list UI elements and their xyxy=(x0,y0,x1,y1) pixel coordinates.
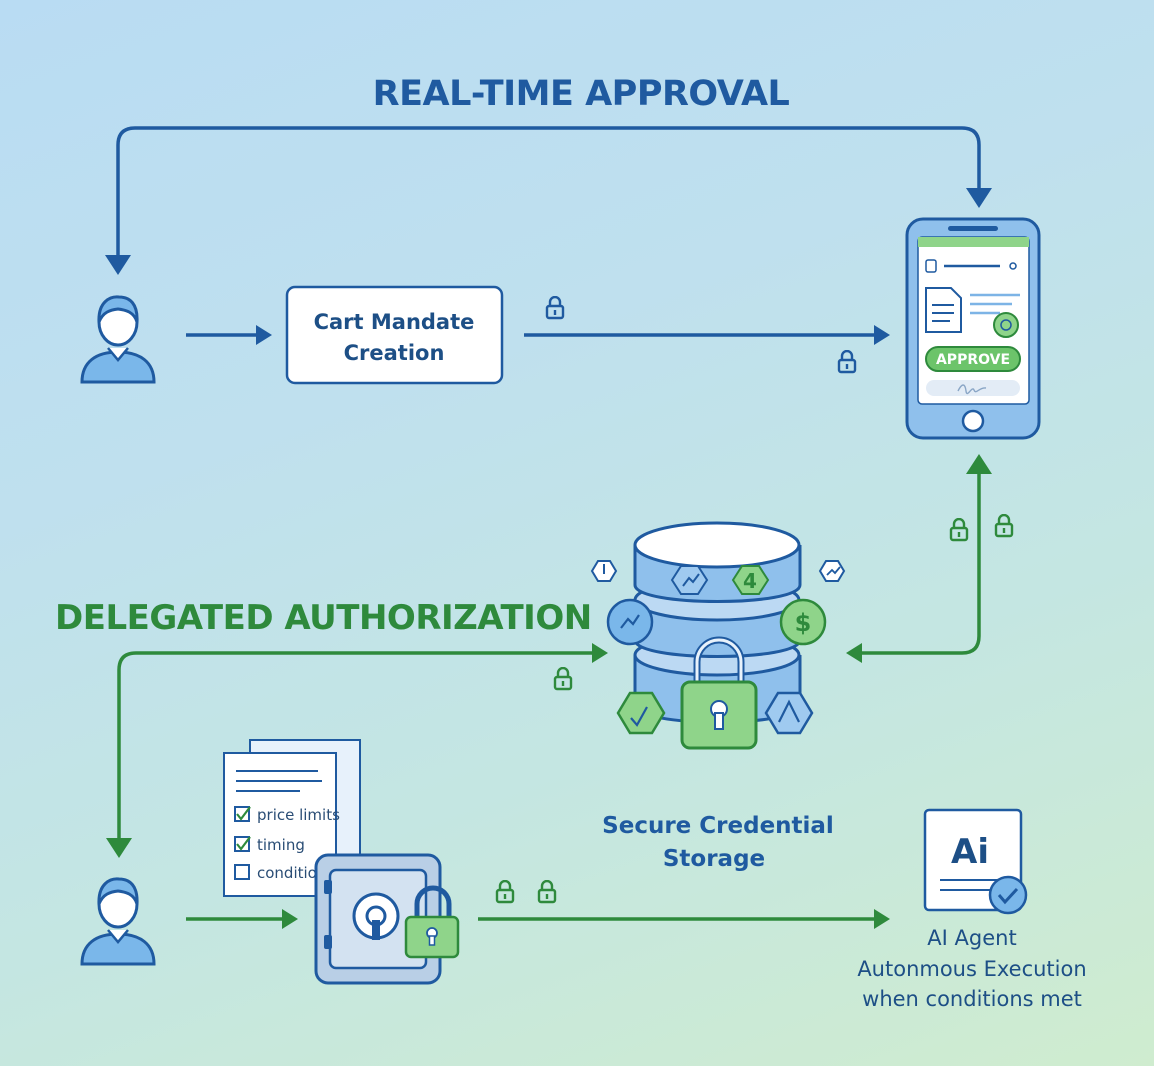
lock-icon xyxy=(537,880,557,904)
cart-mandate-label-1: Cart Mandate xyxy=(314,310,475,334)
credential-storage-database-icon: 4 $ xyxy=(590,521,846,750)
checklist-item-conditions: conditio xyxy=(257,864,317,882)
signature-field xyxy=(926,380,1020,396)
agent-label-1: AI Agent xyxy=(927,926,1016,950)
checkbox-unchecked-icon xyxy=(234,864,250,880)
check-badge-icon xyxy=(988,875,1028,915)
realtime-loop-arrowhead-left xyxy=(105,255,131,275)
padlock-icon xyxy=(680,636,758,750)
document-icon xyxy=(925,287,962,333)
storage-label-2: Storage xyxy=(663,846,765,872)
storage-to-phone-arrow xyxy=(858,470,981,655)
lock-icon xyxy=(495,880,515,904)
dollar-coin-icon xyxy=(779,598,827,646)
ai-agent-card: Ai xyxy=(923,808,1028,915)
realtime-approval-title: REAL-TIME APPROVAL xyxy=(373,74,790,114)
svg-text:4: 4 xyxy=(743,569,757,593)
phone-approval-screen: APPROVE xyxy=(905,217,1041,440)
lock-icon xyxy=(994,514,1014,538)
checklist-item-price-limits: price limits xyxy=(257,806,340,824)
user-avatar-delegated xyxy=(80,877,156,966)
svg-text:$: $ xyxy=(795,609,812,637)
delegated-loop-arrow xyxy=(117,651,594,845)
cart-mandate-box: Cart Mandate Creation xyxy=(285,285,504,385)
lock-icon xyxy=(837,350,857,374)
safe-vault-icon xyxy=(314,853,460,985)
lock-icon xyxy=(545,296,565,320)
realtime-loop-arrow xyxy=(116,126,984,272)
realtime-loop-arrowhead-right xyxy=(966,188,992,208)
agent-label-3: when conditions met xyxy=(862,987,1082,1011)
conditions-checklist-document: price limits timing conditio xyxy=(223,739,361,897)
user-avatar-realtime xyxy=(80,295,156,384)
lock-icon xyxy=(949,518,969,542)
agent-label-2: Autonmous Execution xyxy=(857,957,1086,981)
checklist-item-timing: timing xyxy=(257,836,305,854)
approve-button[interactable] xyxy=(925,346,1021,372)
verified-badge-icon xyxy=(993,312,1019,338)
cart-mandate-label-2: Creation xyxy=(344,341,445,365)
delegated-authorization-title: DELEGATED AUTHORIZATION xyxy=(55,598,592,638)
ai-logo-text: Ai xyxy=(951,832,989,872)
approve-button-label: APPROVE xyxy=(936,352,1010,368)
lock-icon xyxy=(553,667,573,691)
storage-label-1: Secure Credential xyxy=(602,813,834,839)
